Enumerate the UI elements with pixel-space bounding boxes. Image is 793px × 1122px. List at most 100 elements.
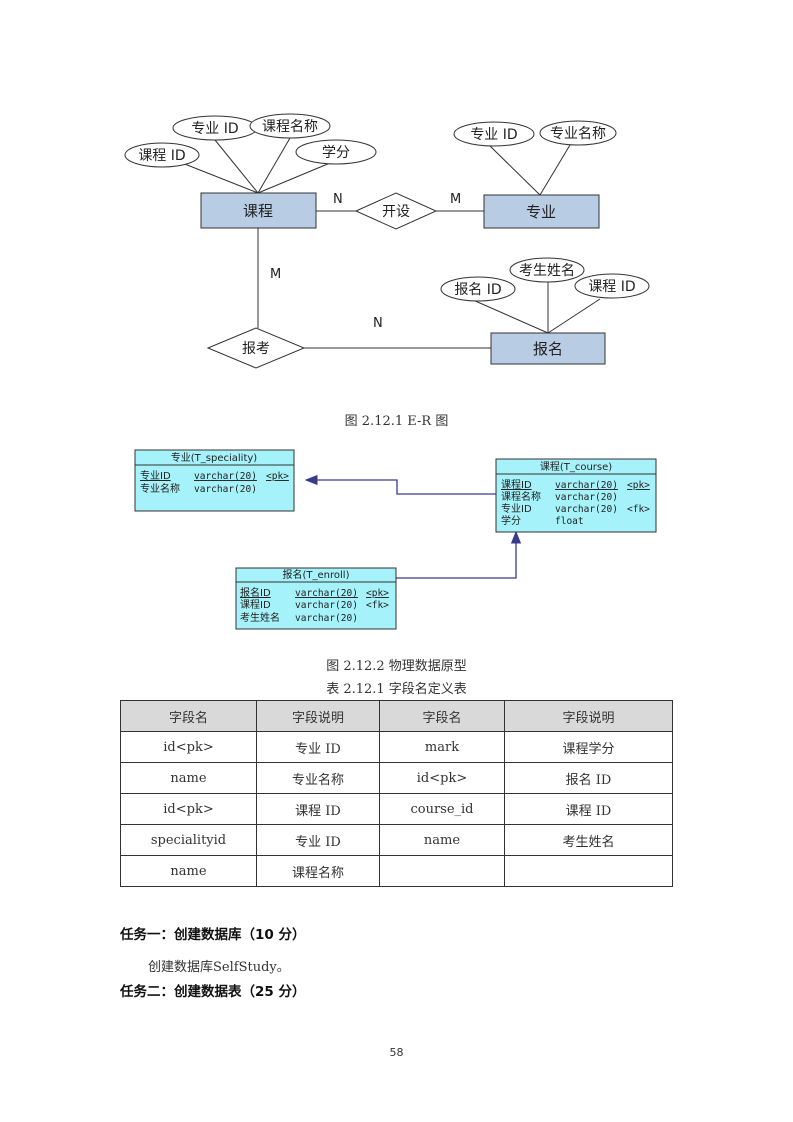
svg-text:课程ID: 课程ID: [240, 599, 271, 611]
table-cell: [379, 855, 505, 887]
svg-text:课程名称: 课程名称: [262, 119, 318, 135]
attr-major-id: 专业 ID: [453, 121, 535, 147]
er-caption: 图 2.12.1 E-R 图: [344, 414, 449, 429]
task1-heading: 任务一：创建数据库（10 分）: [120, 927, 306, 943]
header-field-name-1: 字段名: [120, 700, 257, 732]
svg-text:varchar(20): varchar(20): [555, 480, 618, 491]
cardinality-registers-course: M: [270, 267, 281, 282]
svg-text:varchar(20): varchar(20): [194, 471, 257, 482]
table-cell: 报名 ID: [504, 762, 673, 794]
svg-text:专业 ID: 专业 ID: [191, 121, 238, 137]
table-row: id<pk> 课程 ID course_id 课程 ID: [120, 793, 673, 825]
table-row: name 专业名称 id<pk> 报名 ID: [120, 762, 673, 794]
header-field-desc-1: 字段说明: [256, 700, 380, 732]
svg-text:专业名称: 专业名称: [550, 126, 606, 142]
table-cell: mark: [379, 731, 505, 763]
table-header-row: 字段名 字段说明 字段名 字段说明: [120, 700, 673, 732]
table-cell: id<pk>: [379, 762, 505, 794]
table-cell: 专业名称: [256, 762, 380, 794]
attr-course-id: 课程 ID: [124, 142, 200, 168]
physical-model-diagram: 专业(T_speciality) 专业ID varchar(20) <pk> 专…: [134, 449, 657, 630]
attr-course-major-id: 专业 ID: [172, 115, 258, 141]
svg-text:课程(T_course): 课程(T_course): [540, 461, 612, 473]
svg-text:课程: 课程: [243, 202, 273, 220]
attr-course-name: 课程名称: [249, 113, 331, 139]
cardinality-offers-major: M: [450, 192, 461, 207]
svg-text:专业ID: 专业ID: [501, 502, 532, 515]
svg-text:varchar(20): varchar(20): [194, 484, 257, 495]
svg-text:专业(T_speciality): 专业(T_speciality): [171, 451, 258, 464]
table-enroll: 报名(T_enroll) 报名ID varchar(20) <pk> 课程ID …: [235, 567, 397, 630]
entity-major: 专业: [483, 194, 600, 229]
svg-text:报名(T_enroll): 报名(T_enroll): [283, 568, 350, 581]
svg-text:学分: 学分: [501, 514, 521, 527]
table-cell: name: [120, 762, 257, 794]
table-cell: 课程 ID: [256, 793, 380, 825]
attr-examinee-name: 考生姓名: [509, 257, 585, 283]
relationship-offers: 开设: [354, 192, 438, 230]
svg-text:课程 ID: 课程 ID: [138, 148, 185, 164]
table-row: id<pk> 专业 ID mark 课程学分: [120, 731, 673, 763]
table-row: specialityid 专业 ID name 考生姓名: [120, 824, 673, 856]
er-diagram: 课程 ID 专业 ID 课程名称 学分 课程 开设 N M 专业 ID 专业名称…: [124, 113, 650, 369]
table-cell: 考生姓名: [504, 824, 673, 856]
header-field-desc-2: 字段说明: [504, 700, 673, 732]
svg-text:varchar(20): varchar(20): [295, 600, 358, 611]
svg-text:专业名称: 专业名称: [140, 482, 180, 495]
svg-text:专业 ID: 专业 ID: [470, 127, 517, 143]
table-cell: id<pk>: [120, 793, 257, 825]
svg-text:报名ID: 报名ID: [240, 586, 271, 599]
svg-text:课程ID: 课程ID: [501, 479, 532, 491]
svg-text:<pk>: <pk>: [266, 471, 289, 482]
table-cell: 课程 ID: [504, 793, 673, 825]
attr-enroll-id: 报名 ID: [440, 276, 516, 302]
table-cell: [504, 855, 673, 887]
attr-major-name: 专业名称: [539, 120, 617, 146]
svg-text:报考: 报考: [242, 341, 270, 357]
table-cell: 课程学分: [504, 731, 673, 763]
svg-text:开设: 开设: [382, 204, 410, 220]
svg-text:varchar(20): varchar(20): [555, 492, 618, 503]
table-cell: 课程名称: [256, 855, 380, 887]
svg-text:考生姓名: 考生姓名: [519, 263, 575, 279]
page-number: 58: [389, 1046, 404, 1059]
relationship-registers: 报考: [206, 327, 306, 369]
table-cell: name: [379, 824, 505, 856]
svg-text:varchar(20): varchar(20): [555, 504, 618, 515]
svg-text:<fk>: <fk>: [366, 600, 389, 611]
svg-text:varchar(20): varchar(20): [295, 588, 358, 599]
table-course: 课程(T_course) 课程ID varchar(20) <pk> 课程名称 …: [495, 458, 657, 533]
table-cell: name: [120, 855, 257, 887]
table-cell: id<pk>: [120, 731, 257, 763]
attr-enroll-course-id: 课程 ID: [574, 273, 650, 299]
svg-text:考生姓名: 考生姓名: [240, 611, 280, 624]
table-cell: 专业 ID: [256, 731, 380, 763]
field-table-caption: 表 2.12.1 字段名定义表: [326, 682, 467, 697]
svg-text:学分: 学分: [322, 145, 350, 161]
svg-text:<pk>: <pk>: [366, 588, 389, 599]
attr-credit: 学分: [295, 139, 377, 165]
task1-body: 创建数据库SelfStudy。: [148, 960, 290, 975]
table-row: name 课程名称: [120, 855, 673, 887]
cardinality-offers-course: N: [333, 192, 343, 207]
field-definition-table: 字段名 字段说明 字段名 字段说明 id<pk> 专业 ID mark 课程学分…: [120, 700, 673, 887]
entity-course: 课程: [200, 192, 317, 229]
svg-text:<pk>: <pk>: [627, 480, 650, 491]
physical-model-caption: 图 2.12.2 物理数据原型: [326, 659, 467, 674]
table-speciality: 专业(T_speciality) 专业ID varchar(20) <pk> 专…: [134, 449, 295, 512]
header-field-name-2: 字段名: [379, 700, 505, 732]
svg-text:课程名称: 课程名称: [501, 490, 541, 503]
svg-text:报名 ID: 报名 ID: [454, 282, 501, 298]
table-cell: course_id: [379, 793, 505, 825]
svg-text:float: float: [555, 516, 584, 527]
entity-enroll: 报名: [490, 332, 606, 365]
cardinality-registers-enroll: N: [373, 316, 383, 331]
table-cell: 专业 ID: [256, 824, 380, 856]
task2-heading: 任务二：创建数据表（25 分）: [120, 984, 306, 1000]
svg-text:varchar(20): varchar(20): [295, 613, 358, 624]
svg-text:课程 ID: 课程 ID: [588, 279, 635, 295]
svg-text:报名: 报名: [533, 340, 563, 358]
svg-text:<fk>: <fk>: [627, 504, 650, 515]
svg-text:专业ID: 专业ID: [140, 469, 171, 482]
svg-text:专业: 专业: [526, 203, 556, 221]
